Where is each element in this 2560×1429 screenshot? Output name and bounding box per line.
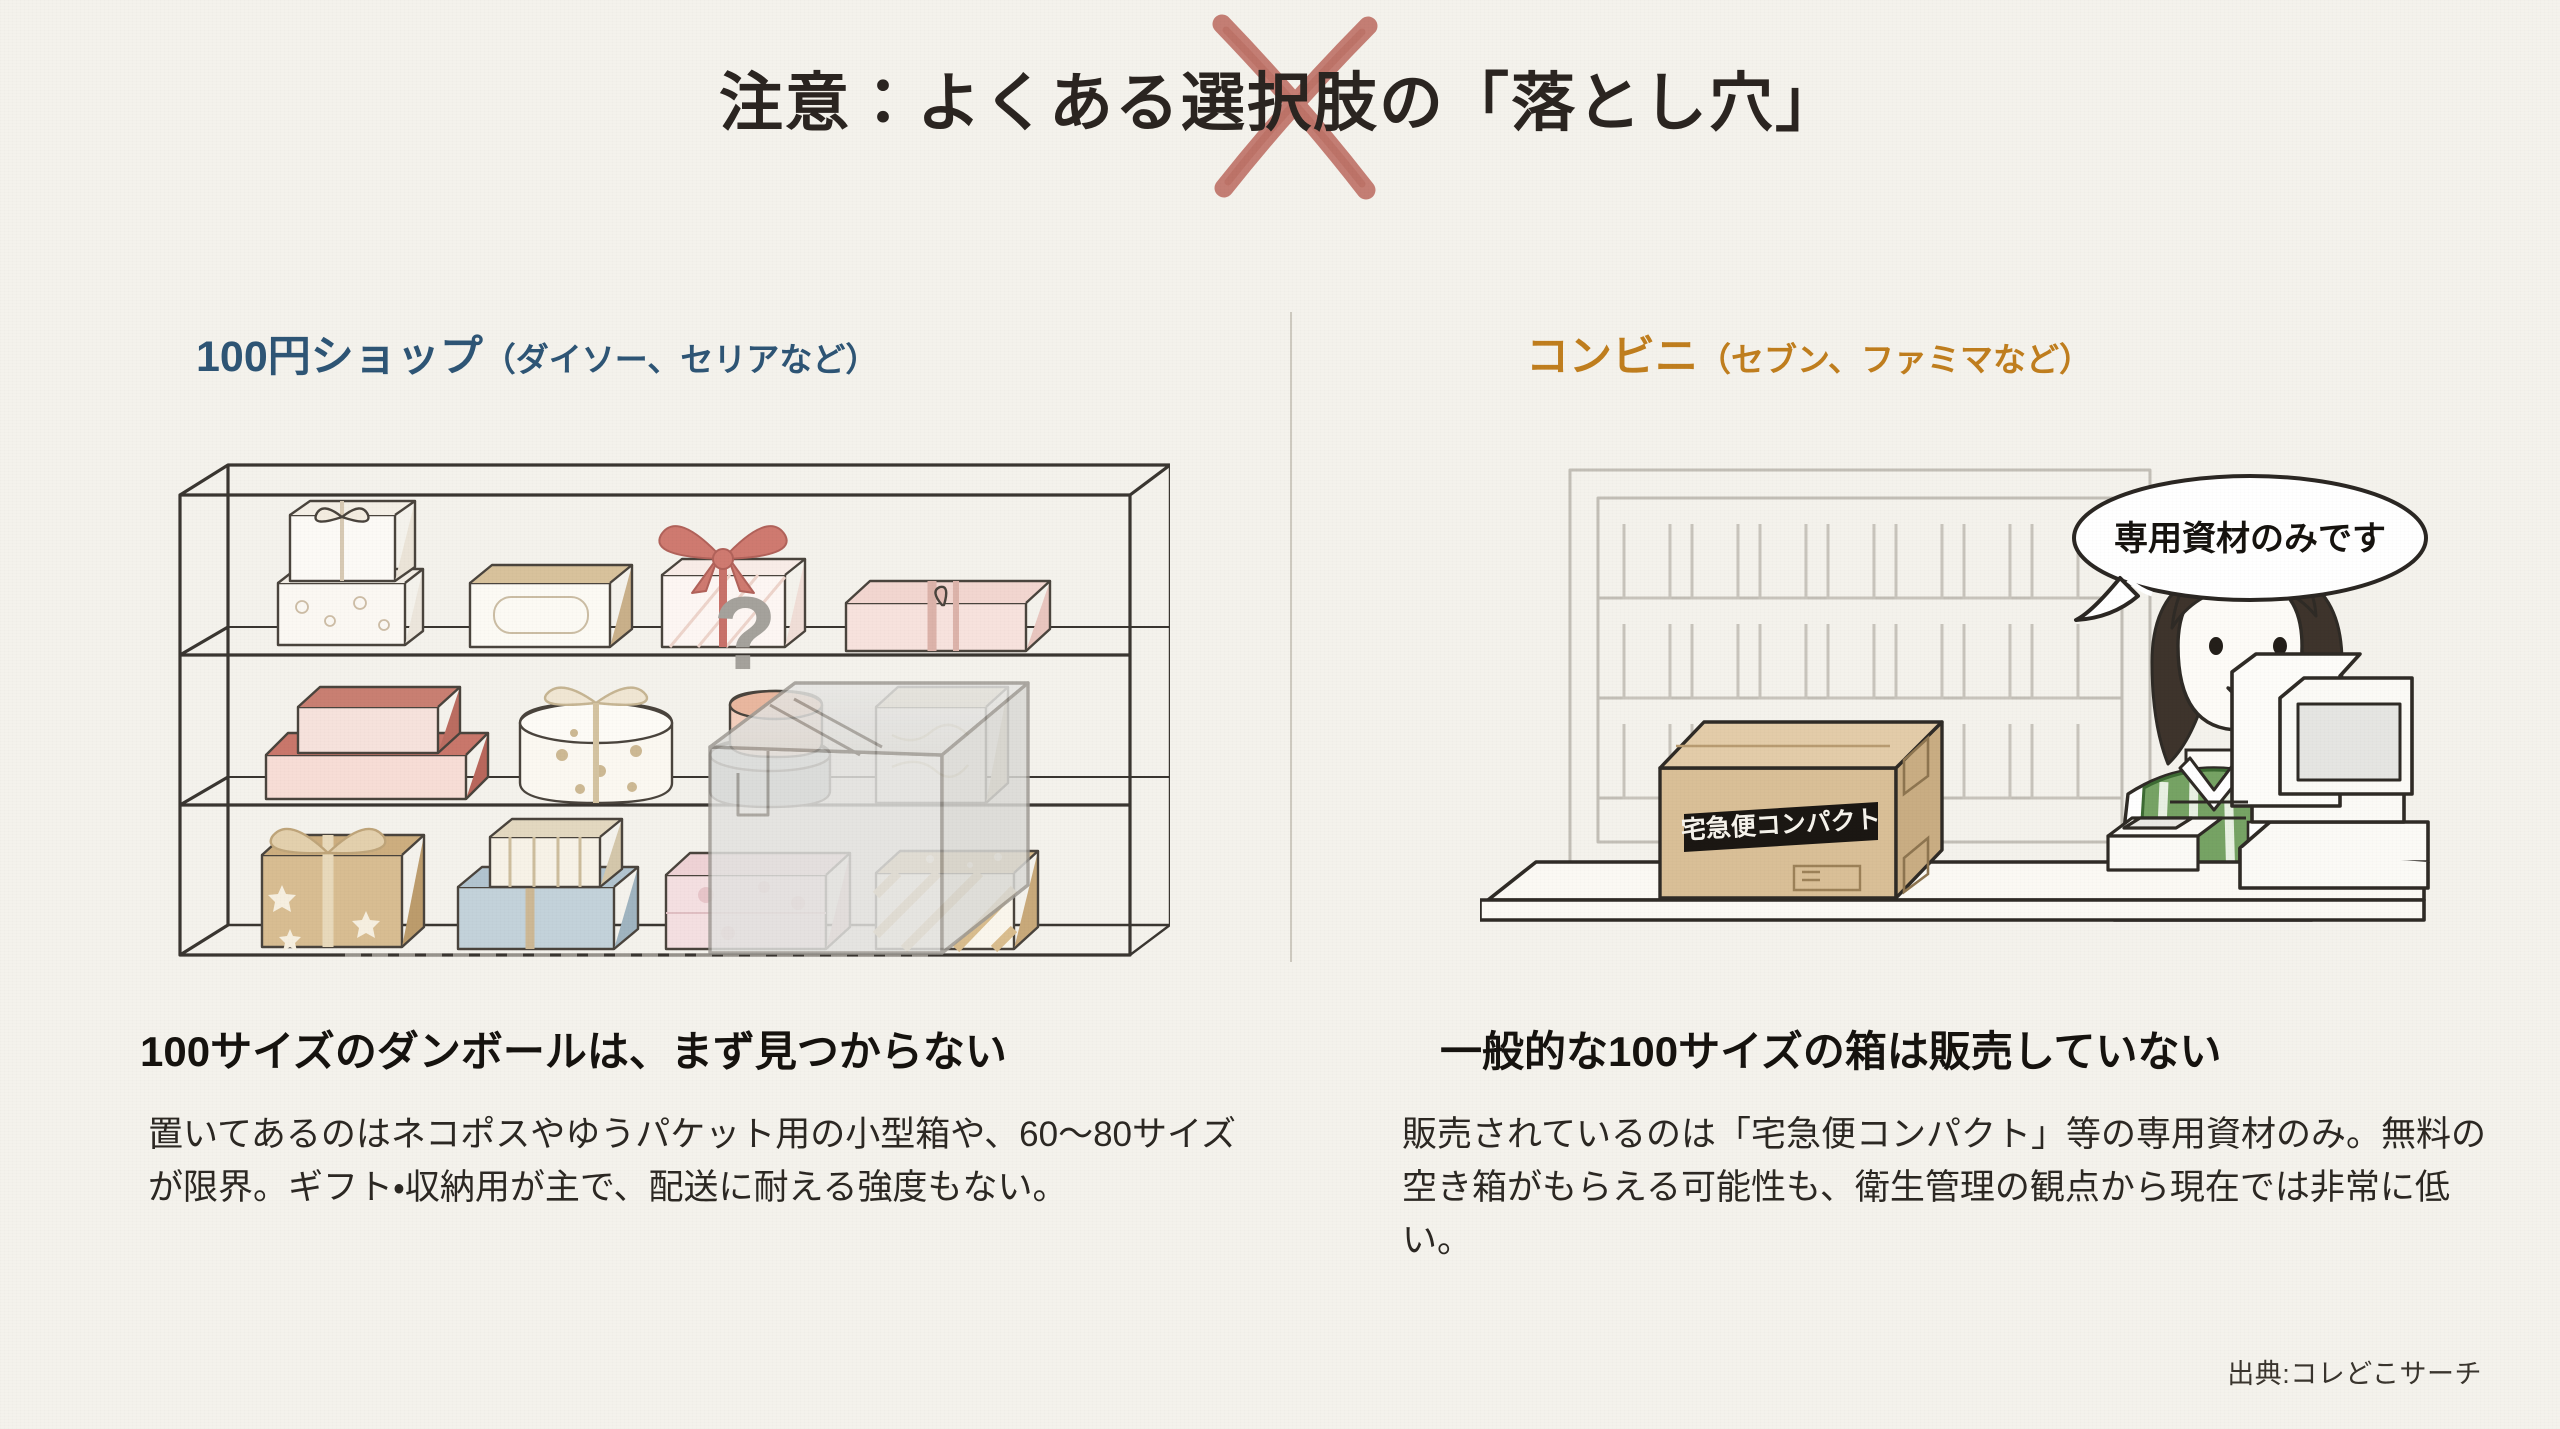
- ghost-cardboard-box: [345, 681, 1030, 957]
- body-text-hundred-yen-shop: 置いてあるのはネコポスやゆうパケット用の小型箱や、60〜80サイズが限界。ギフト…: [148, 1115, 1236, 1208]
- question-mark-label: ?: [713, 576, 777, 692]
- page-title: 注意：よくある選択肢の「落とし穴」: [719, 67, 1841, 139]
- speech-bubble: 専用資材のみです: [2072, 474, 2428, 622]
- body-text-convenience-store: 販売されているのは「宅急便コンパクト」等の専用資材のみ。無料の空き箱がもらえる可…: [1402, 1115, 2486, 1261]
- column-divider: [1290, 312, 1292, 962]
- subhead-convenience-store: 一般的な100サイズの箱は販売していない: [1440, 1028, 2222, 1075]
- column-heading-sub: （セブン、ファミマなど）: [1698, 341, 2093, 378]
- pos-register: [2170, 652, 2430, 890]
- source-credit: 出典:コレどこサーチ: [2227, 1359, 2482, 1389]
- column-heading-sub: （ダイソー、セリアなど）: [482, 341, 879, 378]
- subhead-hundred-yen-shop: 100サイズのダンボールは、まず見つからない: [140, 1028, 1007, 1075]
- speech-bubble-text: 専用資材のみです: [2114, 520, 2386, 558]
- illustration-convenience-store-counter: 宅急便コンパクト: [1480, 468, 2430, 922]
- column-heading-convenience-store: コンビニ（セブン、ファミマなど）: [1526, 322, 2092, 384]
- takkyubin-compact-box: 宅急便コンパクト: [1658, 720, 1944, 900]
- red-x-mark-icon: [1212, 14, 1378, 200]
- column-heading-main: コンビニ: [1526, 333, 1698, 381]
- column-heading-main: 100円ショップ: [196, 333, 483, 381]
- column-heading-hundred-yen-shop: 100円ショップ（ダイソー、セリアなど）: [196, 322, 878, 384]
- illustration-shelf-with-gift-boxes: ?: [178, 463, 1170, 957]
